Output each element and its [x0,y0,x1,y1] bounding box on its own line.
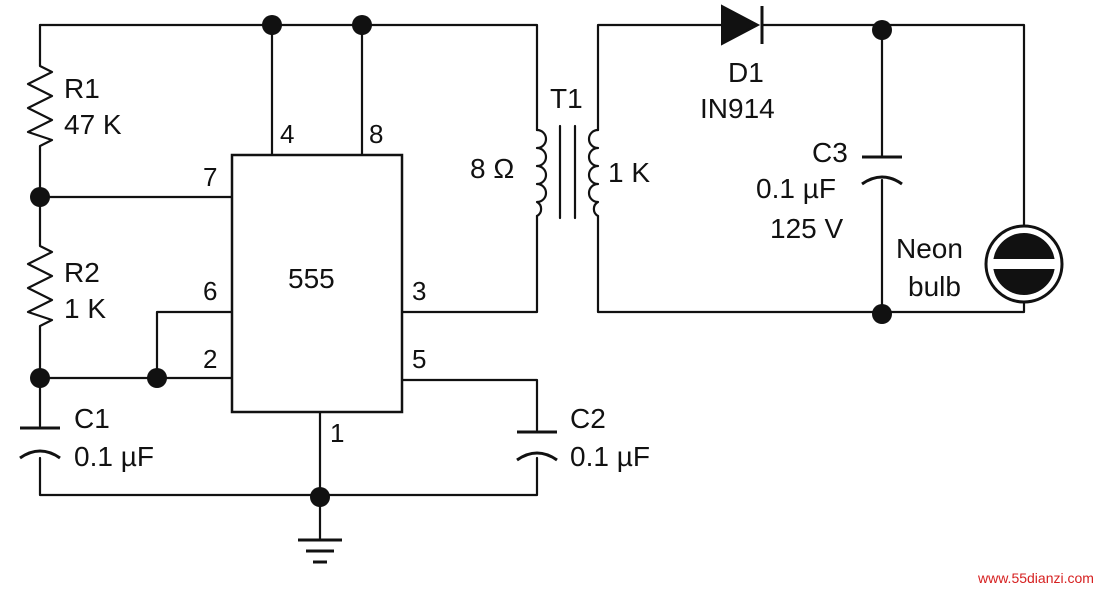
junction-dot [872,304,892,324]
bulb-label-line2: bulb [908,271,961,302]
pin-6-label: 6 [203,276,217,306]
watermark: www.55dianzi.com [977,570,1094,586]
resistor-r2: R2 1 K [26,238,106,332]
junction-dot [30,187,50,207]
t1-ref: T1 [550,83,583,114]
junction-dot [310,487,330,507]
capacitor-c3: C3 0.1 µF 125 V [756,137,903,244]
pin-5-label: 5 [412,344,426,374]
junction-dot [262,15,282,35]
c3-value: 0.1 µF [756,173,836,204]
junction-dot [872,20,892,40]
resistor-r1: R1 47 K [26,58,122,152]
ic-555: 555 4 8 7 6 2 3 5 1 [203,119,426,448]
pin-7-label: 7 [203,162,217,192]
pin-3-label: 3 [412,276,426,306]
d1-part: IN914 [700,93,775,124]
c3-rating: 125 V [770,213,843,244]
ic-label: 555 [288,263,335,294]
t1-primary: 8 Ω [470,153,514,184]
pin-2-label: 2 [203,344,217,374]
c1-value: 0.1 µF [74,441,154,472]
capacitor-c2: C2 0.1 µF [516,403,650,472]
r2-ref: R2 [64,257,100,288]
ground-symbol [298,538,342,564]
d1-ref: D1 [728,57,764,88]
junction-dot [147,368,167,388]
pin-8-label: 8 [369,119,383,149]
transformer-t1: T1 8 Ω 1 K [470,83,650,220]
capacitor-c1: C1 0.1 µF [19,403,154,472]
c2-ref: C2 [570,403,606,434]
wires [38,23,1026,542]
diode-d1: D1 IN914 [700,4,775,124]
c1-ref: C1 [74,403,110,434]
pin-1-label: 1 [330,418,344,448]
t1-secondary: 1 K [608,157,650,188]
c2-value: 0.1 µF [570,441,650,472]
bulb-label-line1: Neon [896,233,963,264]
junction-dot [30,368,50,388]
c3-ref: C3 [812,137,848,168]
r1-ref: R1 [64,73,100,104]
neon-bulb: Neon bulb [896,224,1064,304]
junction-dots [30,15,892,507]
r1-value: 47 K [64,109,122,140]
junction-dot [352,15,372,35]
pin-4-label: 4 [280,119,294,149]
r2-value: 1 K [64,293,106,324]
